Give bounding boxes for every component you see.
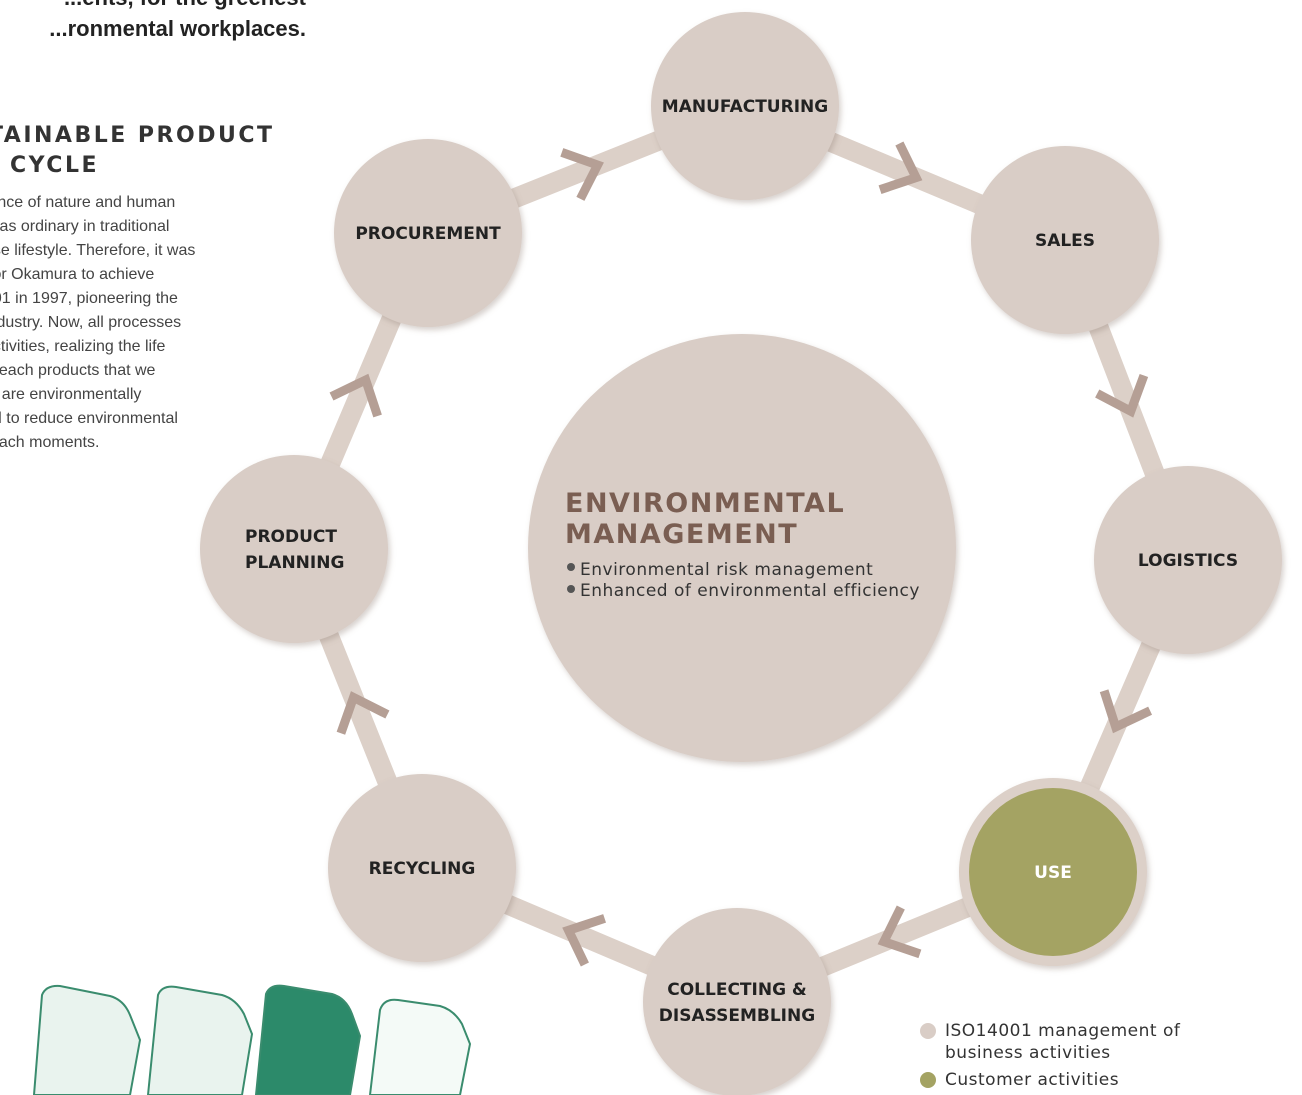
body-line: ese lifestyle. Therefore, it was — [0, 242, 196, 259]
node-circle — [200, 455, 388, 643]
legend-label: business activities — [945, 1043, 1111, 1063]
node-label: PROCUREMENT — [355, 224, 501, 244]
cycle-node-manufacturing: MANUFACTURING — [651, 12, 839, 200]
legend: ISO14001 management of business activiti… — [920, 1020, 1300, 1095]
node-label: MANUFACTURING — [662, 97, 828, 117]
cycle-node-product-planning: PRODUCT PLANNING — [200, 455, 388, 643]
chair-illustration — [32, 984, 472, 1095]
legend-item-customer: Customer activities — [920, 1069, 1300, 1091]
body-line: was ordinary in traditional — [0, 218, 170, 235]
legend-item-iso: ISO14001 management of business activiti… — [920, 1020, 1300, 1064]
headline-line: ...ronmental workplaces. — [49, 16, 306, 41]
chair-outline — [146, 985, 254, 1095]
body-line: for Okamura to achieve — [0, 266, 155, 283]
node-circle — [971, 146, 1159, 334]
center-circle — [528, 334, 956, 762]
section-body: tence of nature and human was ordinary i… — [0, 191, 259, 455]
chair-outline — [254, 984, 362, 1095]
headline-line: ...ents, for the greenest — [0, 0, 306, 13]
headline: ...ents, for the greenest ...ronmental w… — [0, 0, 306, 44]
chevron-arrow-icon — [336, 691, 390, 735]
node-label: DISASSEMBLING — [659, 1006, 815, 1026]
node-circle — [334, 139, 522, 327]
chevron-arrow-icon — [1099, 689, 1153, 734]
body-line: each moments. — [0, 434, 100, 451]
chair-outline — [368, 998, 472, 1095]
legend-label: ISO14001 management of — [945, 1021, 1181, 1041]
center-title: MANAGEMENT — [565, 519, 798, 550]
node-circle — [651, 12, 839, 200]
chair-outline — [32, 984, 142, 1095]
bullet-icon — [567, 563, 575, 571]
node-label: SALES — [1035, 231, 1095, 251]
body-line: activities, realizing the life — [0, 338, 166, 355]
legend-swatch-iso — [920, 1023, 936, 1039]
section-title-line: TAINABLE PRODUCT — [0, 123, 275, 148]
chevron-arrow-icon — [878, 141, 923, 194]
cycle-node-collecting: COLLECTING & DISASSEMBLING — [643, 908, 831, 1095]
node-label: COLLECTING & — [667, 980, 807, 1000]
node-circle — [643, 908, 831, 1095]
cycle-node-use: USE — [959, 778, 1147, 966]
node-circle — [969, 788, 1137, 956]
cycle-node-logistics: LOGISTICS — [1094, 466, 1282, 654]
cycle-node-procurement: PROCUREMENT — [334, 139, 522, 327]
center-title: ENVIRONMENTAL — [565, 488, 845, 519]
body-line: 001 in 1997, pioneering the — [0, 290, 178, 307]
body-line: ed to reduce environmental — [0, 410, 178, 427]
chevron-arrow-icon — [562, 914, 607, 967]
chevron-arrow-icon — [877, 905, 922, 959]
cycle-node-recycling: RECYCLING — [328, 774, 516, 962]
bullet-icon — [567, 585, 575, 593]
cycle-arrows — [329, 141, 1153, 967]
legend-swatch-customer — [920, 1072, 936, 1088]
node-circle — [328, 774, 516, 962]
body-line: tence of nature and human — [0, 194, 176, 211]
cycle-nodes: MANUFACTURING SALES LOGISTICS USE COLLECTING… — [200, 12, 1282, 1095]
node-label: PRODUCT — [245, 527, 337, 547]
node-label: RECYCLING — [369, 859, 476, 879]
body-line: e, are environmentally — [0, 386, 142, 403]
legend-label: Customer activities — [945, 1070, 1120, 1090]
center-item: Enhanced of environmental efficiency — [580, 581, 920, 601]
node-label: LOGISTICS — [1138, 551, 1238, 571]
cycle-node-sales: SALES — [971, 146, 1159, 334]
body-line: industry. Now, all processes — [0, 314, 182, 331]
center-item: Environmental risk management — [580, 560, 873, 580]
section-title-line: CYCLE — [10, 153, 99, 178]
body-line: f each products that we — [0, 362, 156, 379]
node-label: PLANNING — [245, 553, 344, 573]
chevron-arrow-icon — [1095, 373, 1149, 418]
chevron-arrow-icon — [560, 148, 604, 201]
section-title: TAINABLE PRODUCT CYCLE — [0, 121, 278, 181]
node-circle — [1094, 466, 1282, 654]
node-label: USE — [1034, 863, 1072, 883]
chevron-arrow-icon — [329, 373, 382, 418]
